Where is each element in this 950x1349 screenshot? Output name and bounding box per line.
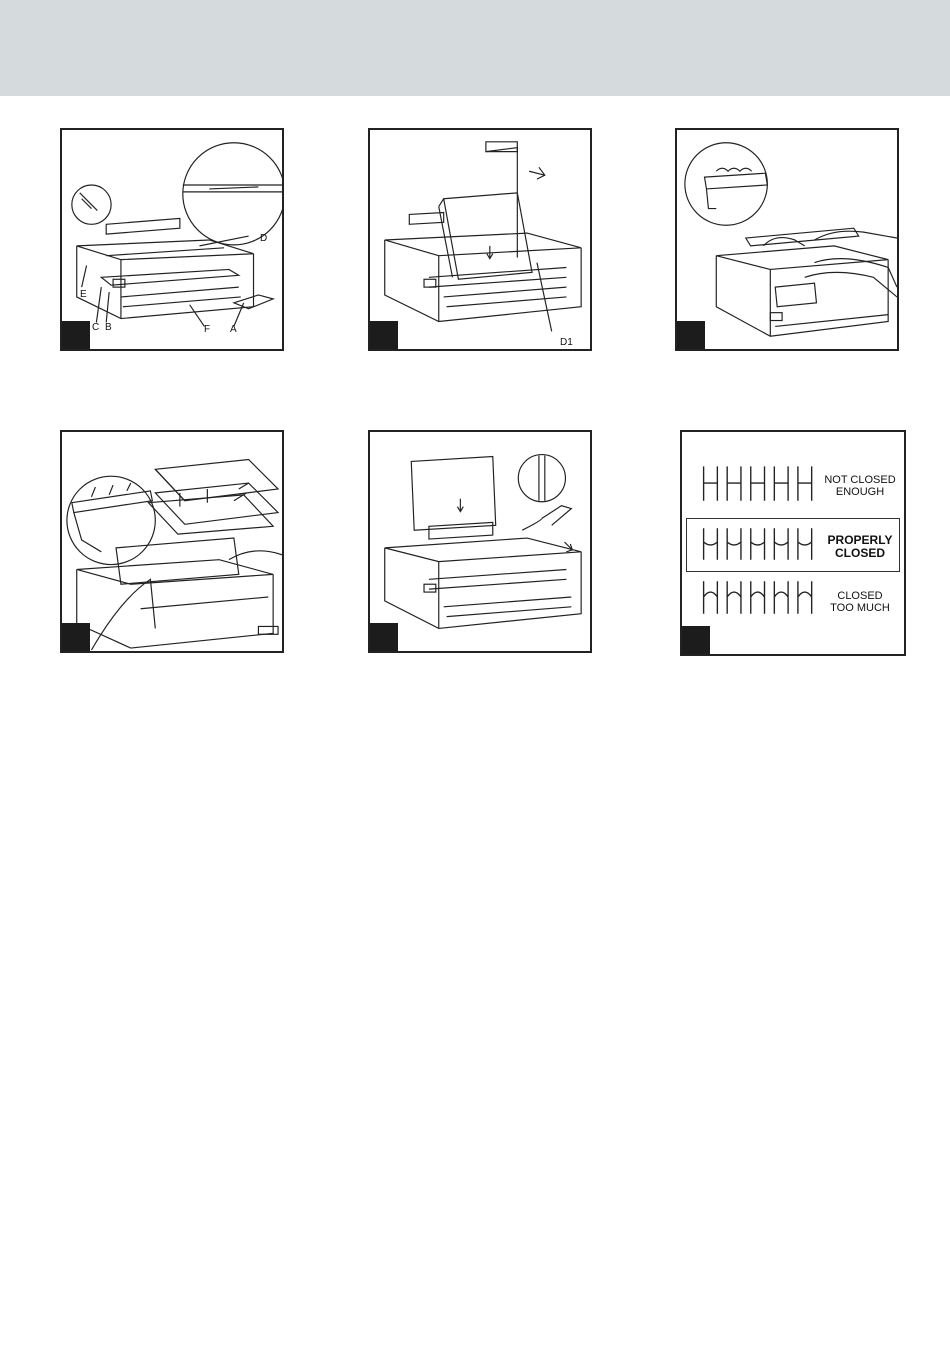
- step-marker-2: [368, 321, 398, 351]
- part-label-e: E: [80, 290, 87, 300]
- panel-close-comb: [368, 430, 592, 653]
- panel-insert-document: D1: [368, 128, 592, 351]
- wire-state-line1: CLOSED: [815, 590, 905, 602]
- wire-state-properly-closed: PROPERLY CLOSED: [815, 534, 905, 560]
- panel-place-pages-on-comb: [60, 430, 284, 653]
- wire-state-not-closed-enough: NOT CLOSED ENOUGH: [815, 474, 905, 498]
- step-marker-6: [680, 626, 710, 656]
- part-label-c: C: [92, 323, 99, 333]
- panel-wire-closure-guide: NOT CLOSED ENOUGH PROPERLY CLOSED CLOSED…: [680, 430, 906, 656]
- panel-open-comb: [675, 128, 899, 351]
- wire-state-line2: CLOSED: [815, 547, 905, 560]
- part-label-d1: D1: [560, 338, 573, 348]
- step-marker-3: [675, 321, 705, 351]
- header-band: [0, 0, 950, 96]
- step-marker-5: [368, 623, 398, 653]
- step-marker-1: [60, 321, 90, 351]
- part-label-f: F: [204, 325, 210, 335]
- wire-state-line2: ENOUGH: [815, 486, 905, 498]
- wire-state-line2: TOO MUCH: [815, 602, 905, 614]
- part-label-d: D: [260, 234, 267, 244]
- open-comb-illustration: [677, 130, 897, 349]
- step-marker-4: [60, 623, 90, 653]
- wire-state-line1: NOT CLOSED: [815, 474, 905, 486]
- part-label-b: B: [105, 323, 112, 333]
- part-label-a: A: [230, 325, 237, 335]
- place-pages-illustration: [62, 432, 282, 651]
- close-comb-illustration: [370, 432, 590, 651]
- wire-state-closed-too-much: CLOSED TOO MUCH: [815, 590, 905, 614]
- insert-document-illustration: [370, 130, 590, 349]
- panel-binding-machine-parts: D E C B F A: [60, 128, 284, 351]
- binding-machine-parts-illustration: [62, 130, 282, 349]
